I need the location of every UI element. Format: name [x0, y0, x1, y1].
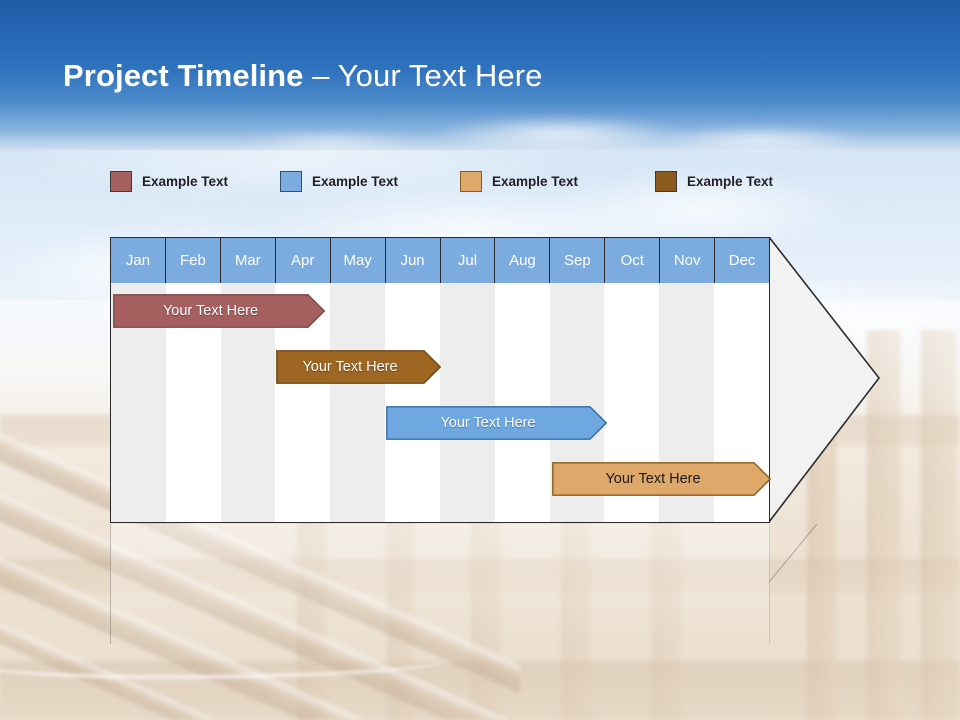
legend-swatch-icon — [280, 170, 302, 192]
timeline-arrow-head-icon — [768, 234, 881, 525]
month-header-jan[interactable]: Jan — [111, 238, 166, 283]
timeline-task-bar-arrow-icon — [276, 350, 441, 384]
month-header-dec[interactable]: Dec — [715, 238, 770, 283]
timeline-task-bar-label: Your Text Here — [162, 303, 259, 319]
month-header-aug[interactable]: Aug — [495, 238, 551, 283]
legend-item: Example Text — [460, 168, 578, 194]
timeline-column-jul — [439, 238, 495, 522]
month-header-feb[interactable]: Feb — [165, 238, 221, 283]
month-header-may[interactable]: May — [330, 238, 386, 283]
month-header-oct[interactable]: Oct — [605, 238, 661, 283]
legend: Example Text Example Text Example Text Exam… — [110, 168, 810, 194]
timeline-column-feb — [165, 238, 221, 522]
legend-item-label: Example Text — [142, 173, 229, 189]
timeline-task-bar-label: Your Text Here — [440, 415, 536, 431]
legend-swatch-icon — [110, 170, 132, 192]
timeline-task-bar[interactable]: Your Text Here — [552, 462, 771, 496]
legend-item-label: Example Text — [492, 173, 579, 189]
timeline-task-bar-label: Your Text Here — [302, 359, 398, 375]
timeline-column-jan — [111, 238, 166, 522]
timeline-task-bar-arrow-icon — [113, 294, 325, 328]
legend-item: Example Text — [280, 168, 398, 194]
legend-item-label: Example Text — [687, 173, 774, 189]
page-title: Project Timeline – Your Text Here — [63, 58, 542, 94]
timeline-task-bar[interactable]: Your Text Here — [386, 406, 607, 440]
timeline-column-aug — [494, 238, 550, 522]
timeline-arrow-head — [768, 234, 881, 525]
page-title-light: – Your Text Here — [303, 58, 543, 93]
timeline-task-bar-arrow-icon — [552, 462, 771, 496]
legend-swatch-icon — [655, 170, 677, 192]
month-header-mar[interactable]: Mar — [220, 238, 276, 283]
month-header-jul[interactable]: Jul — [440, 238, 496, 283]
month-header-jun[interactable]: Jun — [385, 238, 441, 283]
legend-item-label: Example Text — [312, 173, 399, 189]
title-banner-cloud-fade — [0, 88, 960, 150]
month-header-sep[interactable]: Sep — [550, 238, 606, 283]
month-header-nov[interactable]: Nov — [660, 238, 716, 283]
timeline-task-bar-label: Your Text Here — [605, 471, 701, 487]
legend-swatch-icon — [460, 170, 482, 192]
timeline-task-bar-arrow-icon — [386, 406, 607, 440]
timeline-column-mar — [220, 238, 276, 522]
timeline-task-bar[interactable]: Your Text Here — [113, 294, 325, 328]
legend-item: Example Text — [655, 168, 773, 194]
timeline-task-bar[interactable]: Your Text Here — [276, 350, 441, 384]
title-banner — [0, 0, 960, 150]
legend-item: Example Text — [110, 168, 228, 194]
page-title-strong: Project Timeline — [63, 58, 304, 93]
month-header-apr[interactable]: Apr — [275, 238, 331, 283]
